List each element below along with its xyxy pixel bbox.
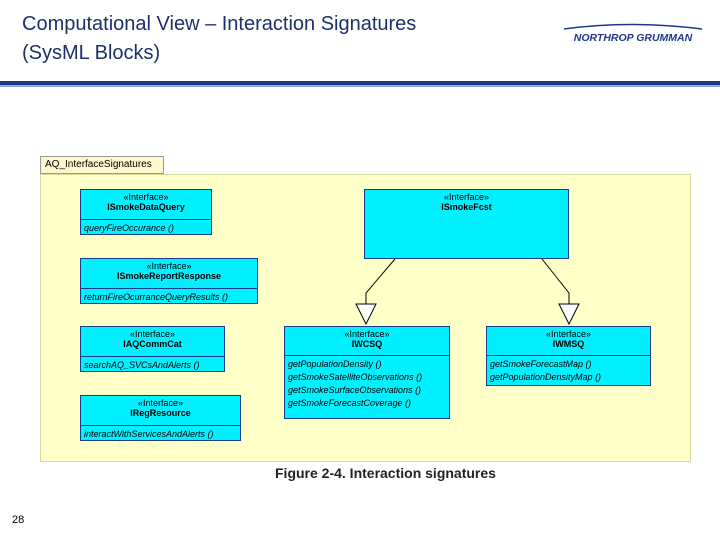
block-stereotype: «Interface» [123, 192, 169, 202]
block-name: ISmokeDataQuery [107, 202, 185, 212]
block-operation: searchAQ_SVCsAndAlerts () [84, 360, 200, 370]
block-name: IWCSQ [351, 339, 383, 349]
block-name: IAQCommCat [123, 339, 182, 349]
block-operation: getPopulationDensity () [288, 359, 382, 369]
block-operation: getSmokeForecastMap () [490, 359, 592, 369]
block-operation: getSmokeSatelliteObservations () [288, 372, 423, 382]
block-operation: getPopulationDensityMap () [490, 372, 602, 382]
block-operation: interactWithServicesAndAlerts () [84, 429, 214, 439]
block-stereotype: «Interface» [146, 261, 192, 271]
block-stereotype: «Interface» [344, 329, 390, 339]
block-name: IWMSQ [552, 339, 585, 349]
block-name: ISmokeReportResponse [116, 271, 222, 281]
block-iwcsq: «Interface» IWCSQ getPopulationDensity (… [284, 326, 450, 419]
block-name: IRegResource [130, 408, 191, 418]
block-ismokefcst: «Interface» ISmokeFcst [364, 189, 569, 259]
generalization-iwmsq-ismokefcst [541, 258, 580, 326]
generalization-iwcsq-ismokefcst [355, 258, 396, 326]
block-operation: getSmokeSurfaceObservations () [288, 385, 422, 395]
figure-caption: Figure 2-4. Interaction signatures [275, 465, 496, 481]
block-stereotype: «Interface» [129, 329, 176, 339]
block-operation: queryFireOccurance () [84, 223, 175, 233]
page-number: 28 [12, 514, 25, 526]
block-stereotype: «Interface» [137, 398, 184, 408]
header-rule [0, 81, 720, 85]
block-iregresource: «Interface» IRegResource interactWithSer… [80, 395, 241, 441]
block-iaqcommcat: «Interface» IAQCommCat searchAQ_SVCsAndA… [80, 326, 225, 372]
block-name: ISmokeFcst [441, 202, 492, 212]
block-iwmsq: «Interface» IWMSQ getSmokeForecastMap ()… [486, 326, 651, 386]
block-stereotype: «Interface» [545, 329, 592, 339]
northrop-grumman-logo: NORTHROP GRUMMAN [563, 23, 703, 44]
block-stereotype: «Interface» [443, 192, 490, 202]
block-operation: getSmokeForecastCoverage () [288, 398, 412, 408]
package-name-tab: AQ_InterfaceSignatures [40, 156, 164, 174]
slide-title: Computational View – Interaction Signatu… [22, 10, 416, 68]
svg-text:NORTHROP GRUMMAN: NORTHROP GRUMMAN [574, 32, 693, 44]
block-ismokereportresponse: «Interface» ISmokeReportResponse returnF… [80, 258, 258, 304]
header-rule-light [0, 85, 720, 87]
block-operation: returnFireOcurranceQueryResults () [84, 292, 229, 302]
slide-title-line2: (SysML Blocks) [22, 42, 161, 64]
block-ismokedataquery: «Interface» ISmokeDataQuery queryFireOcc… [80, 189, 212, 235]
slide-title-line1: Computational View – Interaction Signatu… [22, 13, 417, 35]
